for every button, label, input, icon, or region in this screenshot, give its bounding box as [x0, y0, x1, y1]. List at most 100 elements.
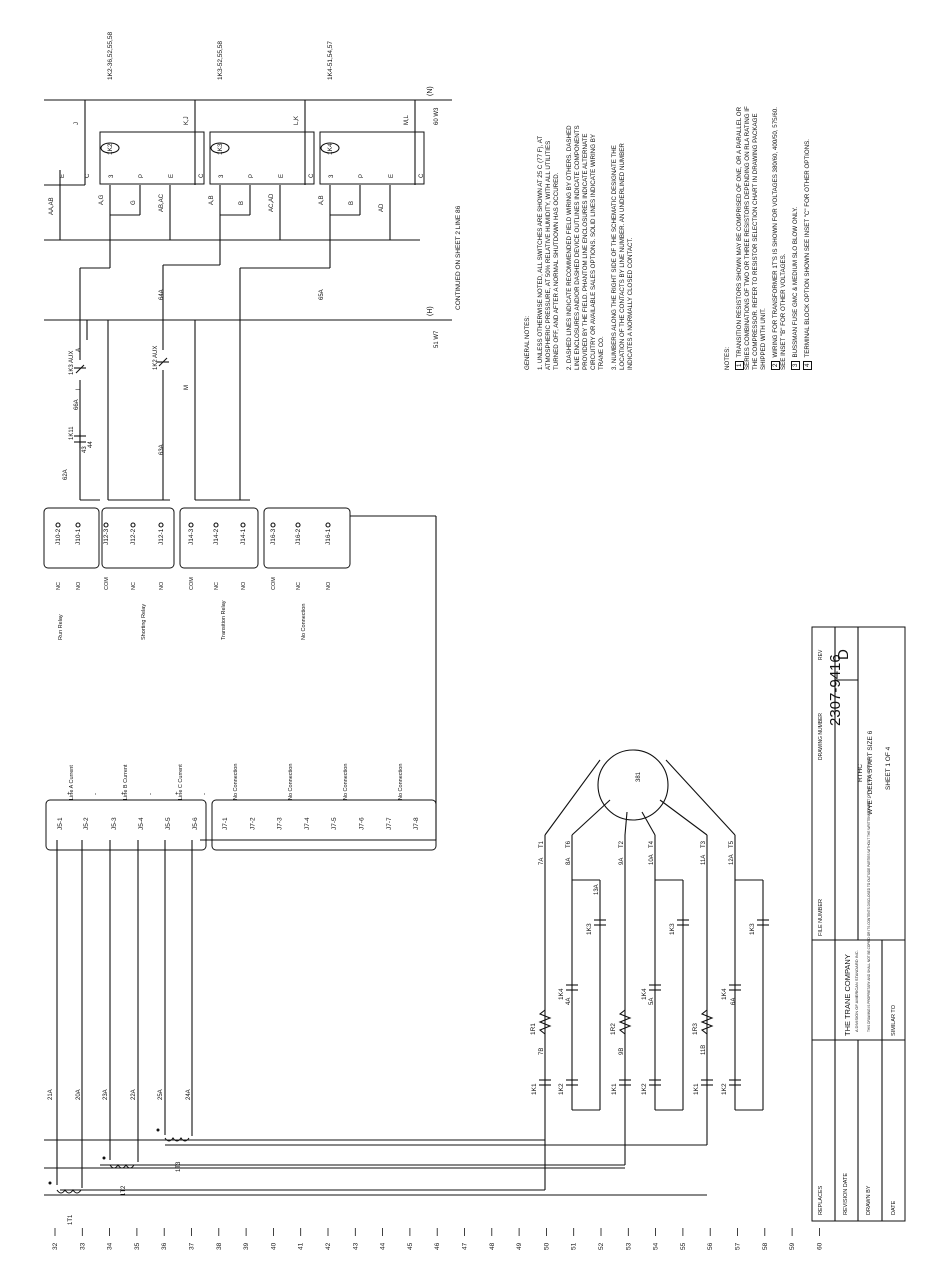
- wire-label: 7B: [539, 1048, 545, 1055]
- note-3-tag: 3: [791, 360, 800, 370]
- resistor-label: 1R1: [530, 1023, 537, 1035]
- wire-label: 23A: [103, 1089, 109, 1100]
- line-number: 56: [707, 1242, 714, 1250]
- coil-pin: P: [139, 174, 145, 178]
- coil-pin: 3: [219, 174, 225, 178]
- contactor-label: 1K4: [641, 988, 648, 1000]
- current-sign: +: [67, 791, 73, 795]
- relay-tag: NO: [241, 581, 247, 590]
- wire-label: 9A: [619, 858, 625, 865]
- line-number: 59: [789, 1242, 796, 1250]
- contactor-label: 1K3: [749, 923, 756, 935]
- current-label: Line C Current: [178, 764, 184, 800]
- wire-label: 13A: [594, 884, 600, 895]
- contactor-label: 1K2: [641, 1083, 648, 1095]
- nc-pin: J7-8: [413, 817, 420, 830]
- wire-label: L,K: [294, 116, 300, 125]
- general-notes-title: GENERAL NOTES:: [524, 315, 531, 370]
- wire-label: 11B: [701, 1045, 707, 1055]
- coil-pin: P: [249, 174, 255, 178]
- terminal-pin: [270, 522, 276, 528]
- contactor-label: 1K2: [721, 1083, 728, 1095]
- relay-pin: J16-3: [270, 528, 277, 545]
- wire-label: 9B: [619, 1048, 625, 1055]
- tb-title2: WYE - DELTA START SIZE 6: [867, 730, 874, 815]
- contactor-label: 1K4: [558, 988, 565, 1000]
- current-sign: +: [175, 791, 181, 795]
- wire-label: 24A: [186, 1089, 192, 1100]
- line-number: 43: [352, 1242, 359, 1250]
- tb-company: THE TRANE COMPANY: [843, 954, 852, 1036]
- line-number: 37: [189, 1242, 196, 1250]
- relay-tag: NO: [326, 581, 332, 590]
- contactor-label: 1K3: [669, 923, 676, 935]
- wire-label: 10A: [649, 854, 655, 865]
- nc-pin: J7-3: [277, 817, 284, 830]
- top-reference: 1K3-52,55,58: [217, 41, 224, 80]
- wire-label: 8A: [566, 858, 572, 865]
- wire-label: 1K3 AUX: [69, 351, 75, 375]
- relay-tag: NC: [131, 582, 137, 590]
- current-label: Line A Current: [69, 765, 75, 800]
- relay-name: Run Relay: [58, 614, 64, 640]
- bus-label-n: (N): [427, 86, 434, 96]
- nc-label: No Connection: [398, 764, 404, 800]
- wire-label: 12A: [729, 854, 735, 865]
- wire-label: 1K11: [69, 426, 75, 440]
- terminal-pin: [325, 522, 331, 528]
- wire-label: 1T1: [68, 1214, 74, 1225]
- line-number: 60: [816, 1242, 823, 1250]
- line-number: 55: [680, 1242, 687, 1250]
- top-reference: 1K4-51,54,57: [327, 41, 334, 80]
- nc-label: No Connection: [233, 764, 239, 800]
- relay-pin: J10-1: [75, 528, 82, 545]
- relay-pin: J10-2: [55, 528, 62, 545]
- line-number: 48: [489, 1242, 496, 1250]
- wire-label: 20A: [76, 1089, 82, 1100]
- resistor-label: 1R2: [610, 1023, 617, 1035]
- relay-tag: NC: [296, 582, 302, 590]
- general-note-3: 3. NUMBERS ALONG THE RIGHT SIDE OF THE S…: [611, 143, 634, 370]
- wire-label: J: [74, 122, 80, 125]
- terminal-pin: [103, 522, 109, 528]
- note-1: TRANSITION RESISTORS SHOWN MAY BE COMPRI…: [736, 106, 767, 370]
- wire-label: M,L: [404, 114, 410, 125]
- wire-label: 11A: [701, 855, 707, 865]
- line-number: 49: [516, 1242, 523, 1250]
- relay-blocks: [43, 507, 437, 851]
- contactor-label: 1K2: [558, 1083, 565, 1095]
- general-note-1: 1. UNLESS OTHERWISE NOTED, ALL SWITCHES …: [537, 135, 560, 370]
- nc-pin: J7-1: [222, 817, 229, 830]
- nc-pin: J7-5: [331, 817, 338, 830]
- wire-label: 381: [636, 771, 642, 782]
- bus-label-w3: 60 W3: [434, 107, 440, 125]
- terminal-pin: [240, 522, 246, 528]
- current-pin: J5-6: [192, 817, 199, 830]
- terminal-pin: [55, 522, 61, 528]
- coil-pin: E: [389, 174, 395, 178]
- current-sign: -: [202, 793, 208, 795]
- line-number: 42: [325, 1242, 332, 1250]
- current-pin: J5-2: [83, 817, 90, 830]
- line-number: 46: [434, 1242, 441, 1250]
- coil-label: 1K4: [327, 143, 334, 155]
- current-label: Line B Current: [123, 764, 129, 800]
- current-pin: J5-1: [57, 817, 64, 830]
- wire-label: A,B: [209, 195, 215, 205]
- relay-tag: NC: [56, 582, 62, 590]
- coil-pin: 3: [329, 174, 335, 178]
- wire-label: 63A: [159, 444, 165, 455]
- top-reference: 1K2-36,52,55,58: [107, 32, 114, 80]
- wire-label: 21A: [48, 1089, 54, 1100]
- contactor-label: 1K4: [721, 988, 728, 1000]
- nc-pin: J7-6: [359, 817, 366, 830]
- tb-drawn-by: DRAWN BY: [866, 1185, 872, 1215]
- line-number: 34: [107, 1242, 114, 1250]
- contactor-label: 1K1: [693, 1083, 700, 1095]
- tb-revision-date: REVISION DATE: [843, 1173, 849, 1215]
- wire-label: L: [76, 386, 82, 390]
- current-sign: -: [148, 793, 154, 795]
- line-number: 51: [571, 1242, 578, 1250]
- wire-label: 66A: [74, 399, 80, 410]
- tb-file-number: FILE NUMBER: [818, 899, 824, 936]
